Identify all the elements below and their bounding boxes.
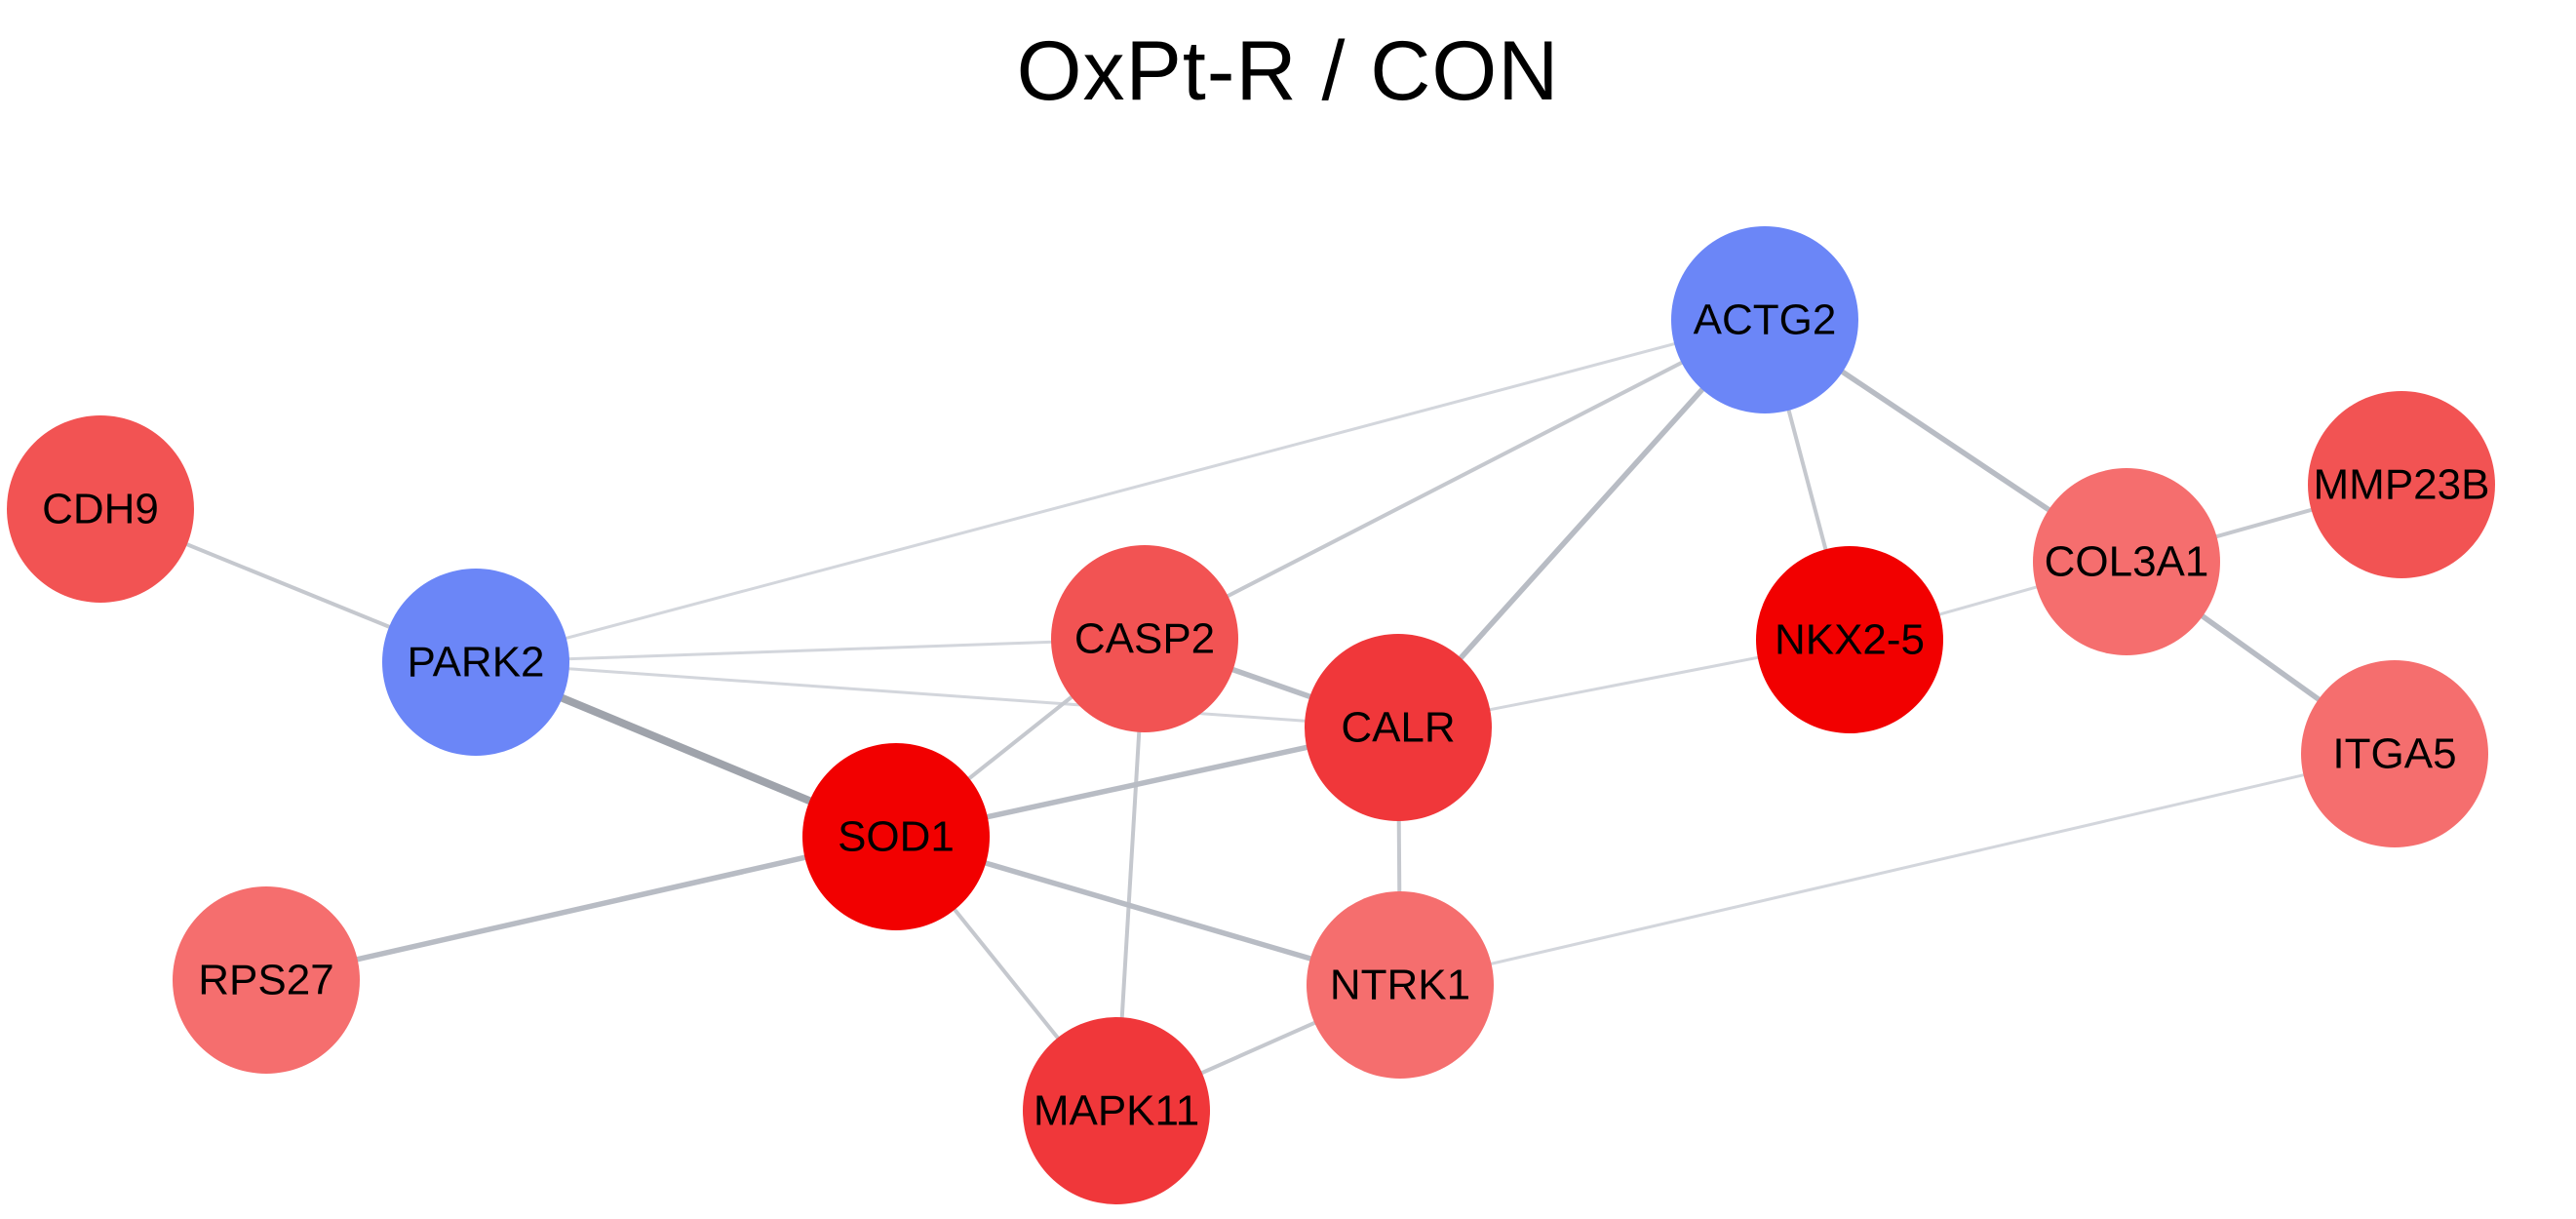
node-label: MAPK11 (1034, 1087, 1199, 1135)
node-label: COL3A1 (2045, 538, 2209, 586)
edge-park2-actg2 (474, 318, 1767, 664)
edge-ntrk1-itga5 (1398, 752, 2397, 987)
node-circle (2301, 660, 2488, 847)
node-label: SOD1 (838, 813, 955, 861)
node-actg2: ACTG2 (1671, 226, 1858, 413)
edge-park2-calr (474, 660, 1400, 729)
node-label: ITGA5 (2332, 730, 2456, 778)
node-sod1: SOD1 (802, 743, 990, 930)
node-circle (7, 415, 194, 603)
node-label: NTRK1 (1330, 962, 1470, 1009)
node-ntrk1: NTRK1 (1307, 891, 1494, 1079)
node-circle (1307, 891, 1494, 1079)
node-cdh9: CDH9 (7, 415, 194, 603)
node-mapk11: MAPK11 (1023, 1017, 1210, 1204)
node-nkx2-5: NKX2-5 (1756, 546, 1943, 733)
node-mmp23b: MMP23B (2308, 391, 2495, 578)
edge-park2-casp2 (474, 637, 1147, 664)
node-label: CDH9 (42, 486, 159, 533)
node-label: CALR (1341, 704, 1455, 752)
node-label: RPS27 (198, 957, 333, 1004)
node-rps27: RPS27 (173, 886, 360, 1074)
node-label: MMP23B (2314, 461, 2490, 509)
node-itga5: ITGA5 (2301, 660, 2488, 847)
node-circle (2308, 391, 2495, 578)
node-circle (1671, 226, 1858, 413)
edge-actg2-casp2 (1143, 318, 1767, 641)
edge-sod1-rps27 (263, 834, 899, 983)
node-circle (1756, 546, 1943, 733)
node-circle (1051, 545, 1238, 732)
node-circle (1305, 634, 1492, 821)
node-casp2: CASP2 (1051, 545, 1238, 732)
node-label: PARK2 (407, 639, 544, 687)
node-label: ACTG2 (1694, 296, 1837, 344)
node-park2: PARK2 (382, 569, 569, 756)
node-col3a1: COL3A1 (2033, 468, 2220, 655)
node-label: NKX2-5 (1775, 616, 1925, 664)
node-circle (382, 569, 569, 756)
node-circle (2033, 468, 2220, 655)
node-circle (173, 886, 360, 1074)
page-title: OxPt-R / CON (1016, 24, 1560, 118)
node-circle (802, 743, 990, 930)
node-circle (1023, 1017, 1210, 1204)
node-label: CASP2 (1074, 615, 1215, 663)
node-calr: CALR (1305, 634, 1492, 821)
